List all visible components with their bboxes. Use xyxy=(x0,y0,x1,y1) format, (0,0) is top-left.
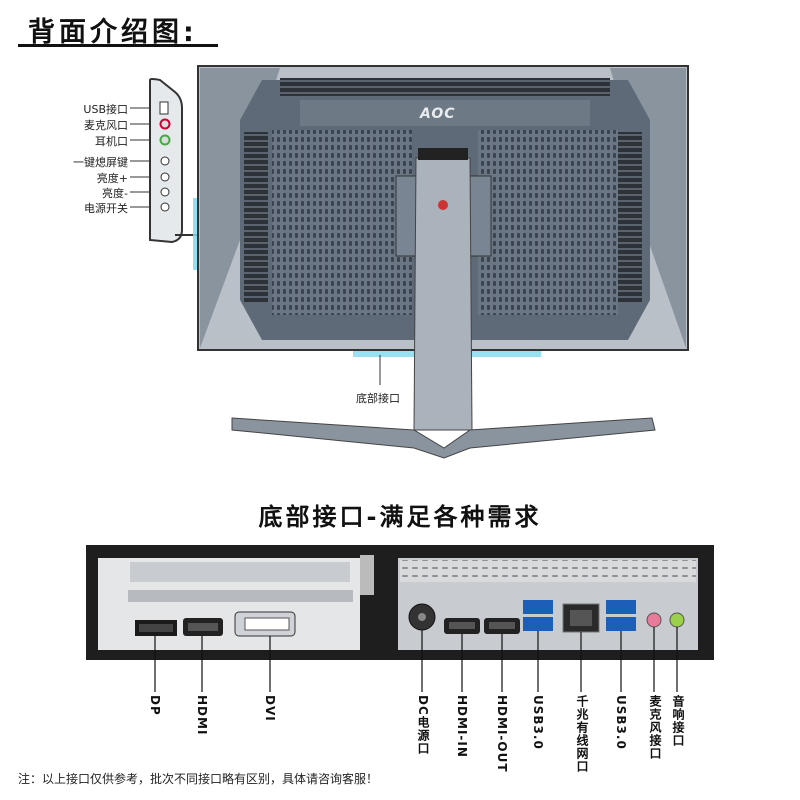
section-title: 底部接口-满足各种需求 xyxy=(258,503,542,531)
side-label-power: 电源开关 xyxy=(84,202,128,215)
brightness-up-button-icon xyxy=(160,172,170,182)
bottom-interface-caption: 底部接口 xyxy=(356,392,400,405)
bottom-port-panel-illustration xyxy=(86,545,714,692)
port-label-hdmi: HDMI xyxy=(195,695,209,736)
port-label-usb30-left: USB3.0 xyxy=(531,695,545,750)
footer-note: 注：以上接口仅供参考，批次不同接口略有区别，具体请咨询客服！ xyxy=(18,772,379,786)
usb-port-icon xyxy=(159,101,169,115)
screen-off-button-icon xyxy=(160,156,170,166)
port-label-speaker: 音响接口 xyxy=(671,695,685,747)
brand-logo-text: AOC xyxy=(420,106,456,122)
port-label-mic: 麦克风接口 xyxy=(648,695,662,760)
port-label-hdmi-out: HDMI-OUT xyxy=(495,695,509,773)
mic-port-icon xyxy=(159,118,171,130)
port-label-gigabit-lan: 千兆有线网口 xyxy=(575,695,589,773)
port-label-usb30-right: USB3.0 xyxy=(614,695,628,750)
side-label-screen-off: 一键熄屏键 xyxy=(73,156,128,169)
headphone-port-icon xyxy=(159,134,171,146)
side-label-brightness-down: 亮度- xyxy=(102,187,128,200)
brightness-down-button-icon xyxy=(160,187,170,197)
side-label-usb: USB接口 xyxy=(83,103,128,116)
port-label-dp: DP xyxy=(148,695,162,716)
title-underline xyxy=(18,44,218,47)
side-label-brightness-up: 亮度+ xyxy=(96,172,128,185)
side-label-mic: 麦克风口 xyxy=(84,119,128,132)
port-label-dc-power: DC电源口 xyxy=(416,695,430,755)
page-title: 背面介绍图: xyxy=(28,17,198,48)
logo-badge-icon xyxy=(438,200,448,210)
port-label-hdmi-in: HDMI-IN xyxy=(455,695,469,758)
monitor-back-illustration xyxy=(130,65,689,459)
port-label-dvi: DVI xyxy=(263,695,277,722)
power-button-icon xyxy=(160,202,170,212)
side-label-headphone: 耳机口 xyxy=(95,135,128,148)
